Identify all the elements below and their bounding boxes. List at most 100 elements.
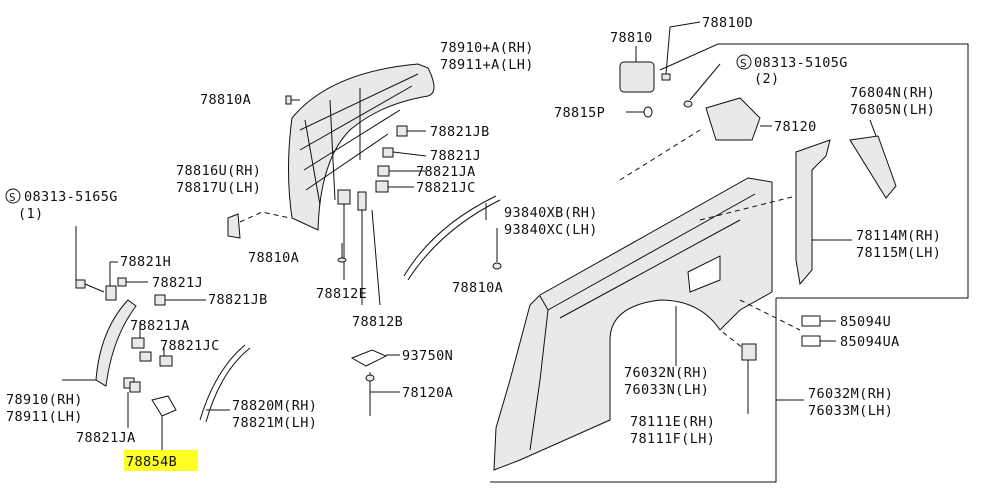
- clip-78812b: [357, 191, 367, 211]
- label-78810a-top: 78810A: [200, 92, 251, 108]
- label-78821jc-top: 78821JC: [416, 180, 476, 196]
- label-78821j-low: 78821J: [152, 275, 203, 291]
- label-78810a-mid: 78810A: [248, 250, 299, 266]
- screw-symbol-1: [5, 188, 21, 204]
- clip-78812e: [337, 189, 351, 205]
- label-93750n: 93750N: [402, 348, 453, 364]
- leader-08313-5105g: [689, 63, 721, 101]
- dash-85094u: [739, 299, 801, 331]
- label-08313-5105g: 08313-5105G: [754, 55, 848, 71]
- clip-78821ja-bot-b: [129, 381, 141, 393]
- label-78120: 78120: [774, 119, 817, 135]
- screw-symbol-text-1: S: [9, 191, 16, 204]
- trim-76804n: [849, 135, 897, 199]
- clip-78821jb-top: [396, 125, 426, 137]
- clip-78821ja-top: [377, 165, 426, 177]
- frame-upper-right: [659, 43, 969, 299]
- clip-78821j-top: [382, 147, 427, 158]
- clip-78821jc-low-b: [159, 355, 173, 367]
- bolt-78810a-top: [285, 95, 300, 105]
- dash-78111e: [719, 329, 749, 353]
- bolt-78810a-low: [492, 228, 502, 270]
- bed-side-panel: [493, 177, 773, 471]
- label-78911: 78911(LH): [6, 409, 83, 425]
- label-78115m: 78115M(LH): [856, 245, 941, 261]
- label-76033m: 76033M(LH): [808, 403, 893, 419]
- leader-78810d: [669, 21, 701, 28]
- label-78821ja-low: 78821JA: [130, 318, 190, 334]
- label-78821h: 78821H: [120, 254, 171, 270]
- label-78821jb-low: 78821JB: [208, 292, 268, 308]
- label-08313-5165g: 08313-5165G: [24, 189, 118, 205]
- bracket-78114m: [795, 139, 831, 286]
- label-76032n: 76032N(RH): [624, 365, 709, 381]
- clip-78821jc-low: [139, 351, 152, 362]
- label-78812e: 78812E: [316, 286, 367, 302]
- label-78111e: 78111E(RH): [630, 414, 715, 430]
- seal-93840xb: [407, 199, 501, 281]
- bolt-78810a-mid: [337, 243, 347, 263]
- leader-78810d-b: [665, 26, 671, 75]
- label-78817u: 78817U(LH): [176, 180, 261, 196]
- label-78821m: 78821M(LH): [232, 415, 317, 431]
- label-76805n: 76805N(LH): [850, 102, 935, 118]
- screw-08313-5165g: [75, 226, 105, 293]
- clip-78821j-low: [117, 277, 127, 287]
- filler-box-78120: [705, 97, 761, 141]
- arc-78820m-2: [205, 347, 251, 423]
- label-78810a-low: 78810A: [452, 280, 503, 296]
- label-78821ja-top: 78821JA: [416, 164, 476, 180]
- clip-78821jc-top: [375, 180, 414, 193]
- filler-lid-78810: [619, 61, 655, 93]
- clip-78821jb-low: [154, 294, 166, 306]
- label-85094ua: 85094UA: [840, 334, 900, 350]
- label-78854b: 78854B: [126, 454, 177, 470]
- dash-78816u: [239, 211, 291, 223]
- hinge-78810d: [661, 73, 671, 81]
- seal-93840xb-2: [403, 195, 497, 277]
- label-78815p: 78815P: [554, 105, 605, 121]
- label-78816u: 78816U(RH): [176, 163, 261, 179]
- label-78810: 78810: [610, 30, 653, 46]
- label-78821j-top: 78821J: [430, 148, 481, 164]
- wheelhouse-liner: [288, 63, 435, 231]
- leader-76804n: [869, 119, 877, 137]
- label-78120a: 78120A: [402, 385, 453, 401]
- label-78111f: 78111F(LH): [630, 431, 715, 447]
- clip-78111e: [741, 343, 757, 361]
- leader-78812b-b: [371, 209, 381, 306]
- clip-78815p: [643, 106, 653, 118]
- fender-flare-78910: [95, 299, 137, 387]
- label-76804n: 76804N(RH): [850, 85, 935, 101]
- label-78911a: 78911+A(LH): [440, 57, 534, 73]
- rod-head-78120a: [365, 374, 375, 382]
- label-78821jb-top: 78821JB: [430, 124, 490, 140]
- clip-78821h: [105, 285, 117, 301]
- highlight-78854b: [124, 450, 198, 471]
- label-78821ja-bot: 78821JA: [76, 430, 136, 446]
- dash-filler: [619, 129, 701, 181]
- label-78910: 78910(RH): [6, 392, 83, 408]
- frame-lower: [490, 298, 777, 483]
- screw-symbol-2: [736, 54, 752, 70]
- cap-85094ua: [801, 335, 821, 347]
- label-85094u: 85094U: [840, 314, 891, 330]
- arc-78820m: [199, 344, 246, 421]
- label-93840xc: 93840XC(LH): [504, 222, 598, 238]
- label-78812b: 78812B: [352, 314, 403, 330]
- dash-78114m: [699, 195, 797, 221]
- cap-85094u: [801, 315, 821, 327]
- clip-78821ja-low: [131, 337, 145, 349]
- label-08313-5165g-qty: (1): [18, 206, 44, 222]
- label-78820m: 78820M(RH): [232, 398, 317, 414]
- label-78821jc-low: 78821JC: [160, 338, 220, 354]
- label-76032m: 76032M(RH): [808, 386, 893, 402]
- screw-symbol-text-2: S: [740, 57, 747, 70]
- label-93840xb: 93840XB(RH): [504, 205, 598, 221]
- label-08313-5105g-qty: (2): [754, 71, 780, 87]
- bracket-78854b: [151, 395, 177, 417]
- bracket-93750n: [350, 349, 388, 367]
- label-78810d: 78810D: [702, 15, 753, 31]
